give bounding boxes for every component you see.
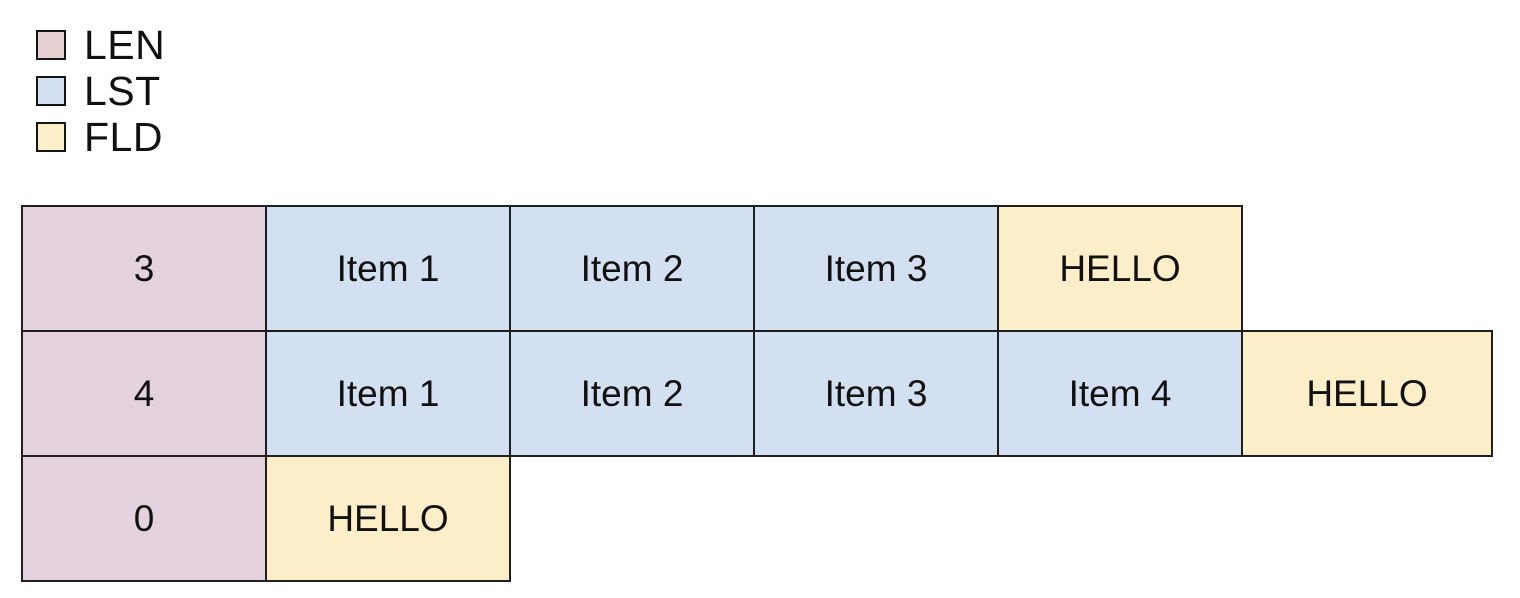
table-cell-field: HELLO <box>1241 330 1493 457</box>
legend-swatch-lst-icon <box>36 76 66 106</box>
memory-layout-table: 3 Item 1 Item 2 Item 3 HELLO 4 Item 1 It… <box>21 205 1493 582</box>
legend-label-len: LEN <box>84 21 166 68</box>
table-cell-item: Item 2 <box>509 205 755 332</box>
table-cell-len: 4 <box>21 330 267 457</box>
legend-swatch-len-icon <box>36 30 66 60</box>
legend-label-fld: FLD <box>84 113 163 160</box>
table-cell-item: Item 4 <box>997 330 1243 457</box>
legend: LEN LST FLD <box>36 22 165 160</box>
table-cell-item: Item 1 <box>265 205 511 332</box>
table-cell-item: Item 3 <box>753 205 999 332</box>
legend-item-len: LEN <box>36 22 165 68</box>
table-row: 0 HELLO <box>21 455 1491 582</box>
table-cell-field: HELLO <box>997 205 1243 332</box>
table-cell-field: HELLO <box>265 455 511 582</box>
legend-swatch-fld-icon <box>36 122 66 152</box>
table-row: 3 Item 1 Item 2 Item 3 HELLO <box>21 205 1491 332</box>
table-cell-item: Item 2 <box>509 330 755 457</box>
table-cell-len: 3 <box>21 205 267 332</box>
table-cell-item: Item 1 <box>265 330 511 457</box>
legend-item-lst: LST <box>36 68 165 114</box>
legend-label-lst: LST <box>84 67 161 114</box>
table-cell-item: Item 3 <box>753 330 999 457</box>
table-cell-len: 0 <box>21 455 267 582</box>
table-row: 4 Item 1 Item 2 Item 3 Item 4 HELLO <box>21 330 1493 457</box>
legend-item-fld: FLD <box>36 114 165 160</box>
